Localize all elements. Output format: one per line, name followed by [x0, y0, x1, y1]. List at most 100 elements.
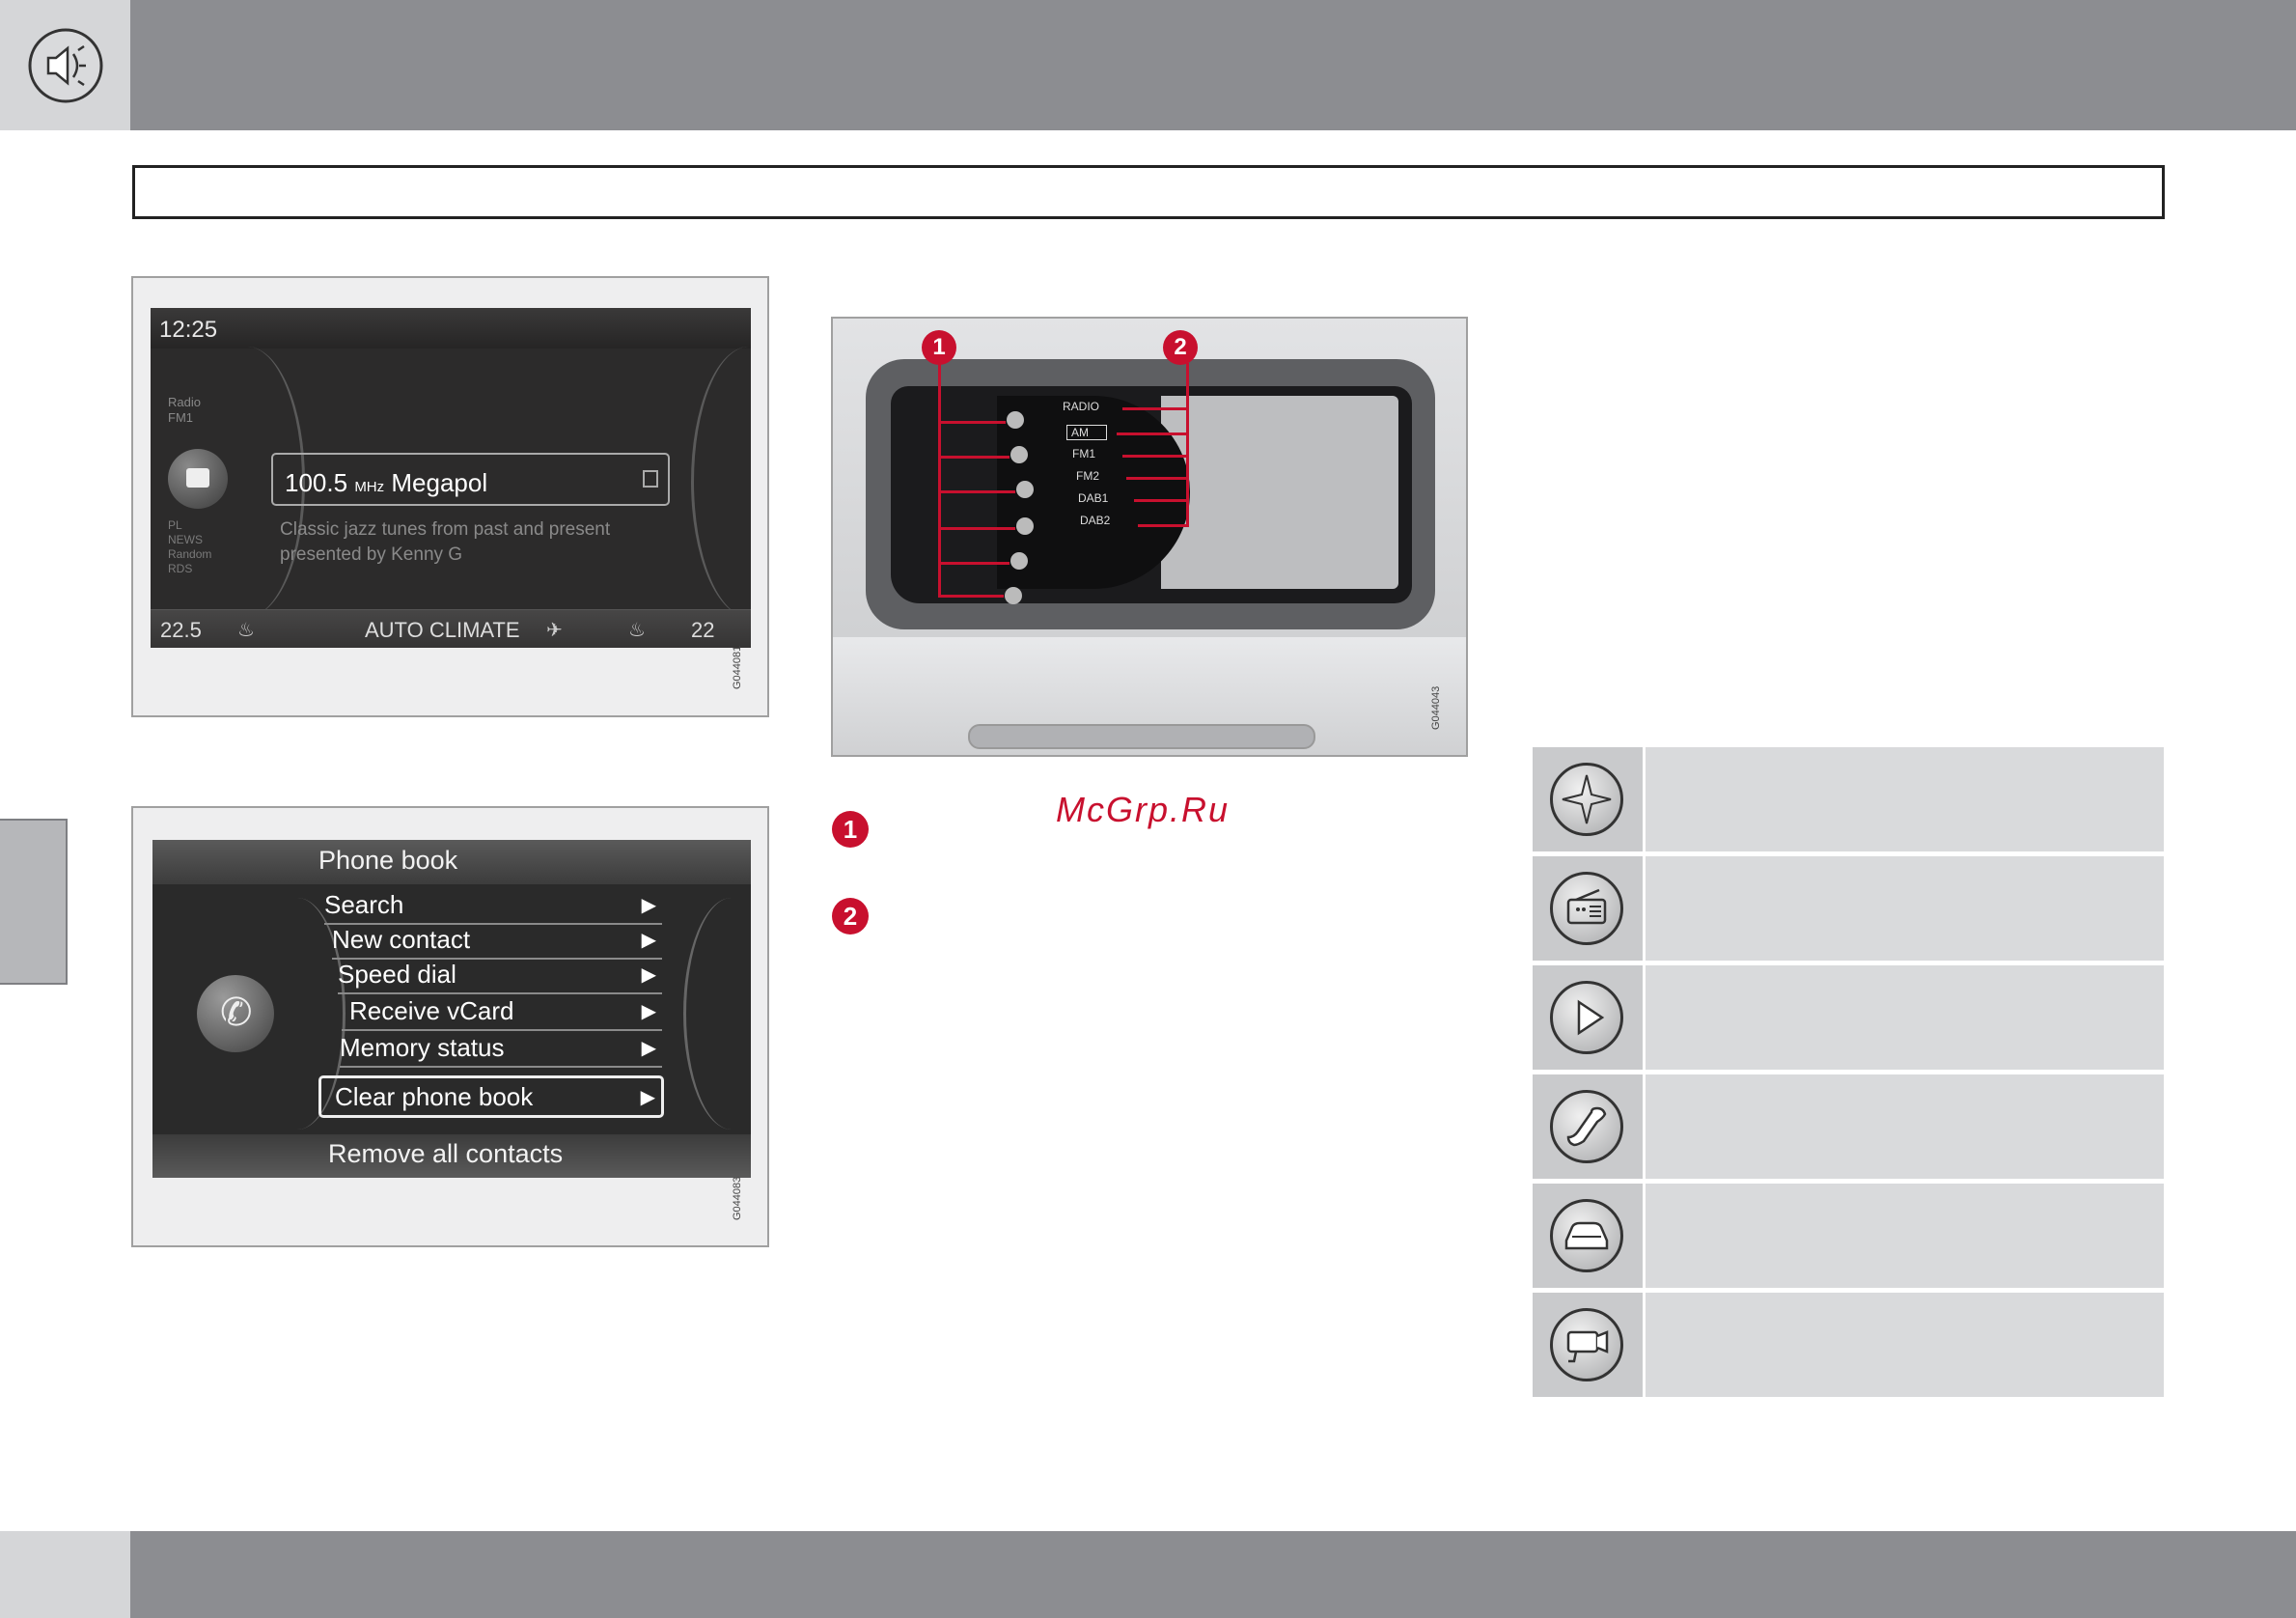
temp-left: 22.5	[160, 618, 202, 642]
callout-2-tick	[1134, 499, 1188, 502]
figure-code: G044081	[732, 645, 743, 689]
callout-2-tick	[1122, 455, 1188, 458]
phonebook-footer	[152, 1134, 751, 1178]
icon-row	[1533, 1293, 2164, 1397]
source-phone-icon	[1016, 517, 1034, 535]
clock: 12:25	[159, 317, 218, 343]
navigation-compass-icon	[1550, 763, 1623, 836]
menu-item-label: New contact	[332, 925, 471, 954]
callout-1-tick	[938, 595, 1004, 598]
seat-heat-right-icon: ♨	[628, 620, 646, 641]
callout-2: 2	[1163, 330, 1198, 365]
icon-cell	[1533, 1074, 1643, 1179]
description-cell	[1646, 747, 2164, 851]
screen-arc-left	[249, 898, 346, 1130]
callout-1-line	[938, 363, 941, 595]
header-corner	[0, 0, 130, 130]
arrow-right-icon: ▶	[641, 895, 656, 916]
phonebook-header	[152, 840, 751, 884]
frequency: 100.5	[285, 468, 348, 497]
icon-cell	[1533, 1293, 1643, 1397]
menu-item-search[interactable]: Search ▶	[324, 890, 662, 925]
frequency-unit: MHz	[354, 479, 385, 495]
radio-menu-dab1: DAB1	[1078, 491, 1109, 505]
screen-arc-right	[683, 898, 751, 1130]
watermark: McGrp.Ru	[1056, 790, 1231, 829]
radio-menu-dab2: DAB2	[1080, 514, 1111, 527]
callout-1-tick	[938, 421, 1006, 424]
icon-cell	[1533, 965, 1643, 1070]
chapter-tab	[0, 819, 68, 985]
description-cell	[1646, 1184, 2164, 1288]
icon-row	[1533, 1184, 2164, 1288]
display-content-area	[1161, 396, 1398, 589]
legend-marker-1: 1	[832, 811, 869, 848]
status-bar	[151, 308, 751, 349]
program-description: Classic jazz tunes from past and present…	[280, 519, 611, 565]
climate-label: AUTO CLIMATE	[365, 618, 520, 642]
station-field[interactable]: 100.5 MHz Megapol	[271, 453, 670, 506]
description-cell	[1646, 965, 2164, 1070]
arrow-right-icon: ▶	[641, 964, 656, 986]
seat-heat-left-icon: ♨	[237, 620, 255, 641]
preset-icon	[643, 470, 658, 488]
screen-arc-right	[691, 347, 751, 617]
phone-icon	[1550, 1090, 1623, 1163]
icon-row	[1533, 856, 2164, 961]
legend-marker-2: 2	[832, 898, 869, 935]
section-title-box	[132, 165, 2165, 219]
callout-2-tick	[1122, 407, 1188, 410]
figure-code: G044043	[1430, 685, 1442, 730]
description-cell	[1646, 856, 2164, 961]
menu-item-speed-dial[interactable]: Speed dial ▶	[338, 960, 662, 994]
arrow-right-icon: ▶	[641, 1038, 656, 1059]
radio-menu-am: AM	[1066, 425, 1107, 440]
car-status-icon	[1550, 1199, 1623, 1272]
arrow-right-icon: ▶	[641, 930, 656, 951]
source-car-icon	[1010, 552, 1028, 570]
icon-cell	[1533, 747, 1643, 851]
source-radio-icon	[1010, 446, 1028, 463]
callout-2-tick	[1126, 477, 1188, 480]
menu-item-clear-phone-book[interactable]: Clear phone book ▶	[318, 1075, 664, 1118]
temp-right: 22	[691, 618, 715, 642]
program-line: PL	[168, 518, 182, 532]
station-label: 100.5 MHz Megapol	[285, 468, 487, 498]
phonebook-footer-label: Remove all contacts	[328, 1139, 564, 1168]
source-media-icon	[1016, 481, 1034, 498]
phonebook-title: Phone book	[318, 846, 458, 875]
callout-1-tick	[938, 456, 1010, 459]
console-slot	[968, 724, 1315, 749]
source-info: Radio FM1	[168, 395, 201, 426]
callout-1: 1	[922, 330, 956, 365]
menu-item-new-contact[interactable]: New contact ▶	[332, 925, 662, 960]
source-camera-icon	[1005, 587, 1022, 604]
menu-item-label: Memory status	[340, 1033, 505, 1062]
footer-band	[0, 1531, 2296, 1618]
source-line: Radio	[168, 395, 201, 409]
menu-item-receive-vcard[interactable]: Receive vCard ▶	[342, 996, 662, 1031]
screen-arc-left	[189, 347, 305, 617]
radio-screen: 12:25 Radio FM1 PL NEWS Random RDS 100.5…	[151, 308, 751, 648]
callout-2-tick	[1138, 524, 1188, 527]
menu-item-label: Receive vCard	[349, 996, 514, 1025]
figure-console: RADIO AM FM1 FM2 DAB1 DAB2 1 2	[831, 317, 1468, 757]
footer-corner	[0, 1531, 130, 1618]
callout-1-tick	[938, 490, 1015, 493]
icon-row	[1533, 965, 2164, 1070]
callout-1-tick	[938, 562, 1010, 565]
icon-row	[1533, 1074, 2164, 1179]
speaker-icon	[28, 28, 103, 103]
radio-menu-title: RADIO	[1063, 400, 1100, 413]
menu-item-label: Speed dial	[338, 960, 456, 989]
station-name: Megapol	[391, 468, 488, 497]
arrow-right-icon: ▶	[640, 1087, 655, 1108]
icon-row	[1533, 747, 2164, 851]
header-band	[0, 0, 2296, 130]
program-line: RDS	[168, 562, 193, 575]
climate-bar: 22.5 ♨ AUTO CLIMATE ✈ ♨ 22	[151, 609, 751, 648]
icon-cell	[1533, 856, 1643, 961]
radio-menu-fm1: FM1	[1072, 447, 1095, 460]
menu-item-memory-status[interactable]: Memory status ▶	[340, 1033, 662, 1068]
figure-code: G044083	[732, 1176, 743, 1220]
